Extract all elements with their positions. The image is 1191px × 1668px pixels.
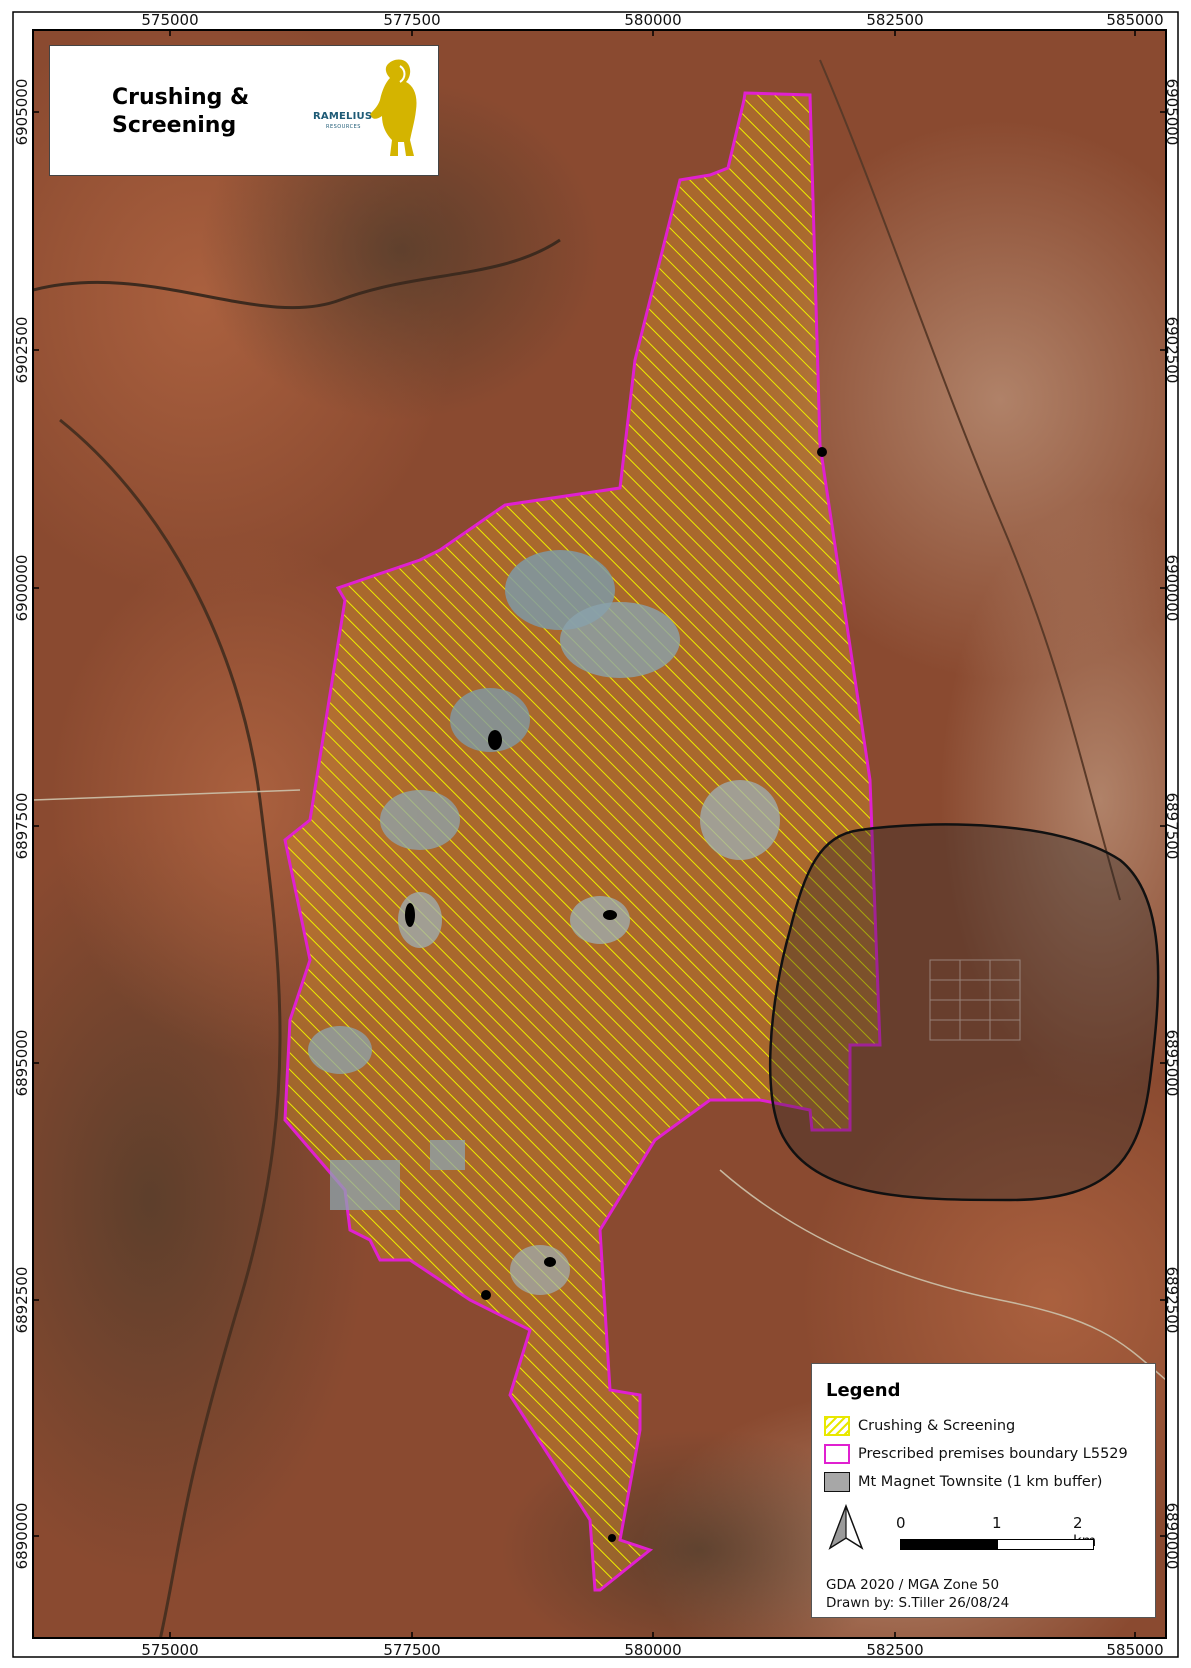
northing-label-left: 6902500 <box>13 316 31 384</box>
northing-label-right: 6892500 <box>1163 1266 1181 1334</box>
legend-item-crushing: Crushing & Screening <box>824 1415 1015 1437</box>
legend-label: Crushing & Screening <box>858 1418 1016 1434</box>
crs-label: GDA 2020 / MGA Zone 50 <box>826 1577 1000 1593</box>
map-title: Crushing & Screening <box>112 84 362 140</box>
north-arrow-icon <box>828 1504 864 1550</box>
easting-label-top: 577500 <box>383 11 441 29</box>
horse-logo-icon <box>370 59 417 156</box>
northing-label-right: 6905000 <box>1163 78 1181 146</box>
map-frame <box>32 29 1167 1639</box>
legend-title: Legend <box>826 1380 901 1401</box>
scale-bar-white <box>997 1539 1094 1550</box>
northing-label-right: 6900000 <box>1163 554 1181 622</box>
logo-wordmark: RAMELIUS <box>313 111 373 122</box>
northing-label-left: 6895000 <box>13 1029 31 1097</box>
title-box: Crushing & Screening RAMELIUS RESOURCES <box>49 45 439 176</box>
logo-subtext: RESOURCES <box>326 124 361 130</box>
northing-label-right: 6895000 <box>1163 1029 1181 1097</box>
mine-pits <box>308 447 827 1542</box>
outer-frame <box>12 11 1179 1658</box>
map-title-line1: Crushing & <box>112 85 250 110</box>
northing-label-left: 6905000 <box>13 78 31 146</box>
map-title-line2: Screening <box>112 113 237 138</box>
legend-label: Prescribed premises boundary L5529 <box>858 1446 1128 1462</box>
legend-swatch-townsite <box>824 1472 850 1492</box>
easting-label-bottom: 585000 <box>1106 1641 1164 1659</box>
scale-label-0: 0 <box>896 1514 906 1532</box>
map-credits: GDA 2020 / MGA Zone 50 Drawn by: S.Tille… <box>826 1576 1009 1612</box>
legend-item-townsite: Mt Magnet Townsite (1 km buffer) <box>824 1471 1102 1493</box>
northing-label-left: 6897500 <box>13 792 31 860</box>
easting-label-bottom: 582500 <box>866 1641 924 1659</box>
townsite-buffer[interactable] <box>768 823 1160 1202</box>
easting-label-top: 580000 <box>624 11 682 29</box>
northing-label-right: 6902500 <box>1163 316 1181 384</box>
legend-label: Mt Magnet Townsite (1 km buffer) <box>858 1474 1103 1490</box>
northing-label-right: 6897500 <box>1163 792 1181 860</box>
easting-label-top: 582500 <box>866 11 924 29</box>
town-grid <box>929 959 1021 1041</box>
easting-label-bottom: 577500 <box>383 1641 441 1659</box>
northing-label-left: 6890000 <box>13 1502 31 1570</box>
northing-label-right: 6890000 <box>1163 1502 1181 1570</box>
easting-label-top: 585000 <box>1106 11 1164 29</box>
legend-swatch-crushing <box>824 1416 850 1436</box>
drawn-by-label: Drawn by: S.Tiller 26/08/24 <box>826 1595 1010 1611</box>
legend-swatch-premises <box>824 1444 850 1464</box>
legend-item-premises: Prescribed premises boundary L5529 <box>824 1443 1128 1465</box>
easting-label-bottom: 575000 <box>141 1641 199 1659</box>
easting-label-bottom: 580000 <box>624 1641 682 1659</box>
grid-ticks <box>33 30 1166 1638</box>
scale-bar-black <box>900 1539 997 1550</box>
scale-label-1: 1 <box>992 1514 1002 1532</box>
legend: Legend Crushing & Screening Prescribed p… <box>811 1363 1156 1618</box>
northing-label-left: 6900000 <box>13 554 31 622</box>
northing-label-left: 6892500 <box>13 1266 31 1334</box>
premises-boundary[interactable] <box>283 91 882 1592</box>
easting-label-top: 575000 <box>141 11 199 29</box>
